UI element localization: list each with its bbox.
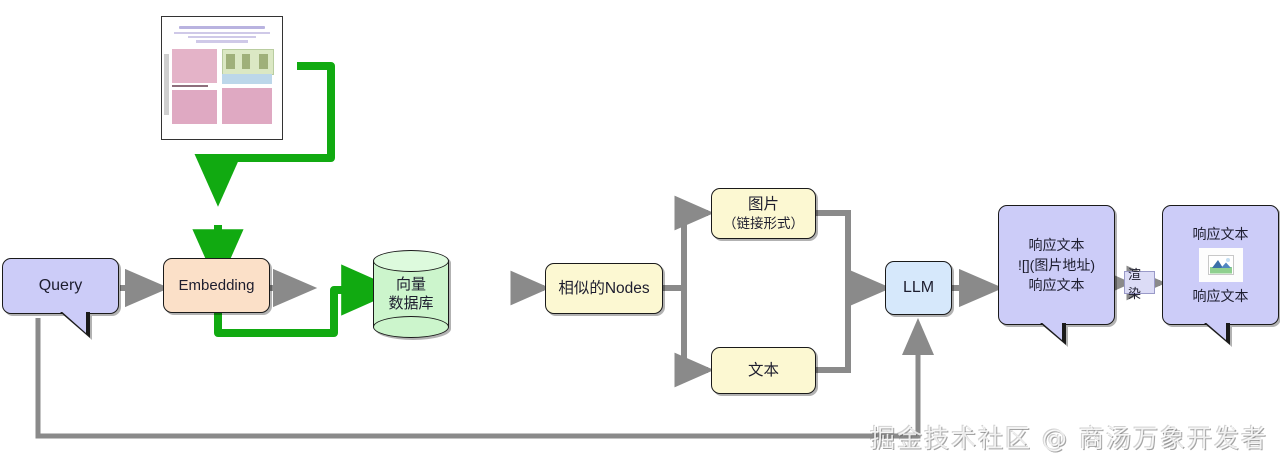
node-response-raw[interactable]: 响应文本 ![](图片地址) 响应文本 [998, 205, 1115, 345]
paper-subtitle-2 [188, 35, 256, 39]
paper-subtitle-3 [195, 40, 249, 43]
response-raw-line3: 响应文本 [1028, 277, 1085, 294]
node-embedding-label: Embedding [178, 276, 255, 294]
paper-figure-cell-1 [226, 54, 236, 70]
node-embedding[interactable]: Embedding [163, 258, 270, 313]
node-llm-label: LLM [902, 278, 935, 296]
paper-figure-cell-2 [242, 54, 251, 70]
response-raw-line1: 响应文本 [1028, 236, 1085, 253]
paper-text-block-left-bottom [171, 90, 218, 125]
node-similar-nodes[interactable]: 相似的Nodes [545, 263, 663, 314]
vector-db-line1: 向量 [395, 275, 426, 293]
paper-abstract-block [222, 74, 273, 85]
node-response-raw-body: 响应文本 ![](图片地址) 响应文本 [998, 205, 1115, 325]
paper-subtitle-1 [174, 31, 270, 35]
paper-figure-cell-3 [259, 54, 269, 70]
paper-thumbnail [147, 2, 297, 154]
node-response-raw-tail-fill [1040, 321, 1062, 340]
edge-label-render-text: 渲染 [1128, 266, 1142, 301]
node-response-rendered-tail-fill [1204, 321, 1226, 340]
node-vector-database-label: 向量 数据库 [373, 250, 449, 338]
paper-text-block-right [222, 87, 273, 125]
node-similar-nodes-label: 相似的Nodes [558, 279, 650, 297]
paper-figure [222, 48, 275, 76]
node-query[interactable]: Query [2, 258, 119, 338]
node-llm[interactable]: LLM [885, 261, 952, 315]
node-text-branch-label: 文本 [747, 361, 779, 379]
node-vector-database[interactable]: 向量 数据库 [373, 250, 449, 338]
node-image-branch-line1: 图片 [747, 195, 779, 213]
paper-title-bar [178, 25, 266, 30]
image-placeholder-icon [1198, 248, 1243, 282]
vector-db-line2: 数据库 [388, 295, 434, 312]
edge-label-render: 渲染 [1124, 267, 1155, 301]
response-raw-line2: ![](图片地址) [1018, 256, 1095, 273]
response-rendered-line1: 响应文本 [1192, 225, 1249, 242]
node-image-branch[interactable]: 图片 （链接形式） [711, 188, 816, 239]
response-rendered-line3: 响应文本 [1192, 288, 1249, 304]
node-query-body: Query [2, 258, 119, 314]
paper-page [161, 16, 283, 140]
paper-text-block-left-top [171, 48, 218, 83]
paper-side-strip [164, 53, 170, 115]
watermark: 掘金技术社区 @ 商汤万象开发者 [870, 424, 1268, 453]
paper-caption-1 [171, 85, 208, 88]
node-query-label: Query [38, 277, 83, 295]
node-response-rendered-body: 响应文本 响应文本 [1162, 205, 1279, 325]
node-image-branch-line2: （链接形式） [723, 215, 804, 231]
image-placeholder-glyph [1207, 255, 1234, 275]
node-query-tail-fill [60, 310, 86, 333]
node-response-rendered[interactable]: 响应文本 响应文本 [1162, 205, 1279, 345]
node-text-branch[interactable]: 文本 [711, 347, 816, 394]
